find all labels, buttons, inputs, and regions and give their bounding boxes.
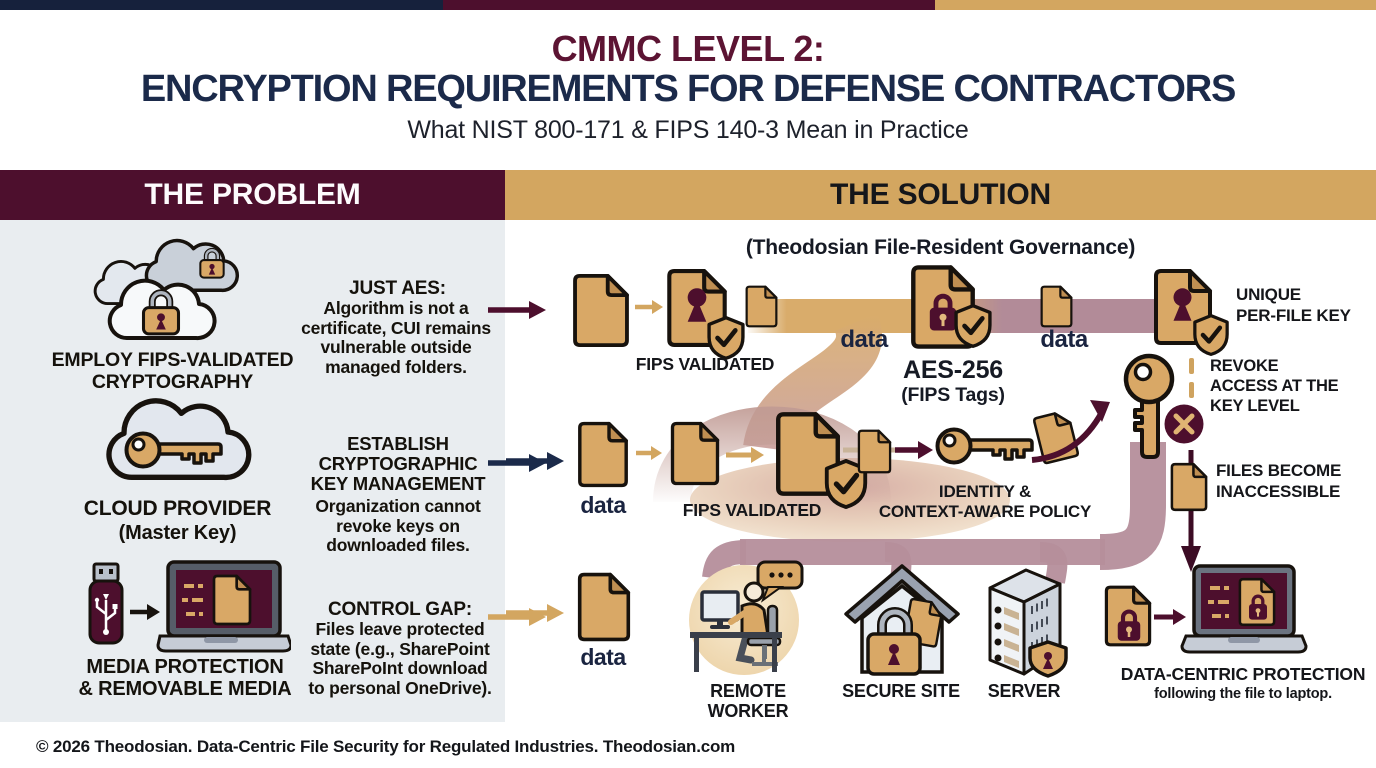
problem-band: THE PROBLEM [0, 170, 505, 220]
identity-policy-label: IDENTITY & CONTEXT-AWARE POLICY [878, 482, 1092, 521]
inaccessible-file-icon [1170, 462, 1208, 512]
data-label-2: data [1040, 326, 1088, 353]
small-arrow-icon [635, 300, 663, 314]
fips-validated-label-2: FIPS VALIDATED [682, 500, 822, 520]
problem-item-2-label: CLOUD PROVIDER (Master Key) [83, 497, 272, 544]
small-arrow-icon [636, 446, 662, 460]
problem-item-2-body: Organization cannot revoke keys on downl… [315, 496, 481, 555]
vertical-key-icon [1123, 353, 1175, 459]
page-title-line1: CMMC LEVEL 2: [551, 28, 825, 69]
file-icon [573, 273, 629, 348]
flow-arrow-icon [506, 604, 564, 622]
small-file-icon [745, 285, 778, 328]
problem-item-3-heading: CONTROL GAP: [328, 599, 472, 620]
policy-key-icon [935, 427, 1034, 465]
small-arrow-icon [895, 441, 933, 459]
remote-worker-icon [689, 560, 804, 675]
small-file-icon [857, 429, 892, 474]
problem-item-3-body: Files leave protected state (e.g., Share… [308, 619, 492, 698]
revoke-access-label: REVOKE ACCESS AT THE KEY LEVEL [1210, 357, 1339, 415]
server-label: SERVER [987, 681, 1061, 701]
data-label-4: data [580, 644, 626, 670]
problem-item-1-label: EMPLOY FIPS-VALIDATED CRYPTOGRAPHY [25, 349, 320, 393]
top-bar-tan [935, 0, 1376, 10]
fips-keyhole-file-icon [665, 268, 745, 362]
secure-site-label: SECURE SITE [842, 681, 960, 701]
cloud-key-icon [96, 392, 256, 496]
data-label-1: data [840, 326, 888, 353]
top-bar-navy [0, 0, 443, 10]
data-centric-protection-label: DATA-CENTRIC PROTECTION [1120, 664, 1366, 684]
secure-site-icon [844, 564, 960, 676]
page-subtitle: What NIST 800-171 & FIPS 140-3 Mean in P… [407, 116, 969, 144]
top-bar-maroon [443, 0, 935, 10]
flow-arrow-icon [506, 452, 564, 470]
problem-band-label: THE PROBLEM [144, 178, 361, 211]
small-arrow-icon [1154, 609, 1186, 625]
problem-item-1-body: Algorithm is not a certificate, CUI rema… [301, 298, 491, 377]
footer-text: © 2026 Theodosian. Data-Centric File Sec… [36, 737, 736, 756]
protected-laptop-icon [1180, 564, 1308, 654]
data-label-3: data [580, 492, 626, 518]
dashed-divider-icon [1189, 358, 1194, 398]
unique-key-file-icon [1152, 268, 1232, 358]
aes-locked-file-icon [910, 264, 994, 358]
aes-sub-label: (FIPS Tags) [901, 384, 1005, 406]
problem-item-1-heading: JUST AES: [349, 278, 446, 299]
problem-arrow-1-icon [488, 301, 546, 319]
revoke-x-badge-icon [1164, 404, 1204, 444]
remote-worker-label: REMOTE WORKER [707, 681, 789, 721]
problem-item-2-heading: ESTABLISH CRYPTOGRAPHIC KEY MANAGEMENT [310, 433, 486, 494]
clouds-locks-icon [93, 238, 240, 352]
aes-label: AES-256 [902, 356, 1004, 384]
solution-band: THE SOLUTION [505, 170, 1376, 220]
file-icon [578, 421, 628, 488]
label-line: CRYPTOGRAPHY [91, 370, 254, 393]
problem-item-3-label: MEDIA PROTECTION & REMOVABLE MEDIA [78, 656, 292, 700]
unique-per-file-key-label: UNIQUE PER-FILE KEY [1236, 285, 1351, 325]
file-icon [670, 421, 720, 486]
solution-band-label: THE SOLUTION [830, 178, 1051, 211]
label-line: EMPLOY FIPS-VALIDATED [51, 349, 294, 371]
data-centric-protection-sub: following the file to laptop. [1154, 686, 1332, 702]
fips-shield-file-icon [770, 411, 870, 511]
usb-laptop-icon [88, 560, 291, 653]
files-inaccessible-label: FILES BECOME INACCESSIBLE [1216, 461, 1342, 501]
page-title-line2: ENCRYPTION REQUIREMENTS FOR DEFENSE CONT… [140, 68, 1236, 110]
fips-validated-label-1: FIPS VALIDATED [635, 354, 775, 374]
locked-file-icon [1104, 585, 1152, 647]
solution-heading: (Theodosian File-Resident Governance) [745, 236, 1136, 259]
small-arrow-icon [726, 447, 764, 463]
server-icon [988, 568, 1068, 678]
file-icon [577, 572, 631, 642]
small-file-icon [1040, 285, 1073, 328]
curved-arrow-icon [1031, 400, 1110, 463]
